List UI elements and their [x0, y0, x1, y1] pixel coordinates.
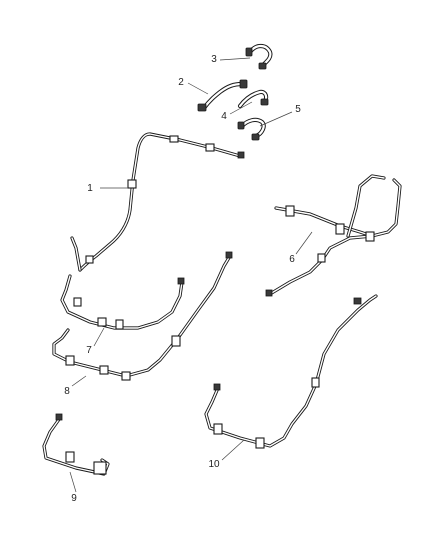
leader-7 [93, 327, 105, 347]
callout-7: 7 [86, 345, 92, 356]
part-7-tube [60, 274, 185, 330]
callout-2: 2 [178, 77, 184, 88]
leader-3 [219, 57, 251, 61]
part-9-tube [42, 413, 110, 476]
part-4-hose [237, 89, 269, 109]
part-2-hose [197, 79, 248, 112]
part-3-hose [245, 43, 273, 70]
part-1-tube [70, 132, 245, 272]
leader-10 [221, 439, 245, 461]
callout-6: 6 [289, 254, 295, 265]
callout-3: 3 [211, 54, 217, 65]
leader-9 [69, 471, 77, 493]
part-5-hose [237, 117, 266, 141]
part-6-tube [265, 174, 402, 297]
leader-4 [229, 101, 253, 115]
leader-6 [295, 231, 313, 255]
callout-9: 9 [71, 493, 77, 504]
callout-4: 4 [221, 111, 227, 122]
callout-1: 1 [87, 183, 93, 194]
leader-2 [187, 82, 209, 95]
leader-8 [71, 375, 87, 387]
callout-5: 5 [295, 104, 301, 115]
callout-8: 8 [64, 386, 70, 397]
part-8-tube [52, 251, 233, 381]
part-10-tube [204, 294, 378, 449]
leader-5 [259, 111, 293, 127]
callout-10: 10 [208, 459, 220, 470]
leader-lines [69, 57, 313, 493]
